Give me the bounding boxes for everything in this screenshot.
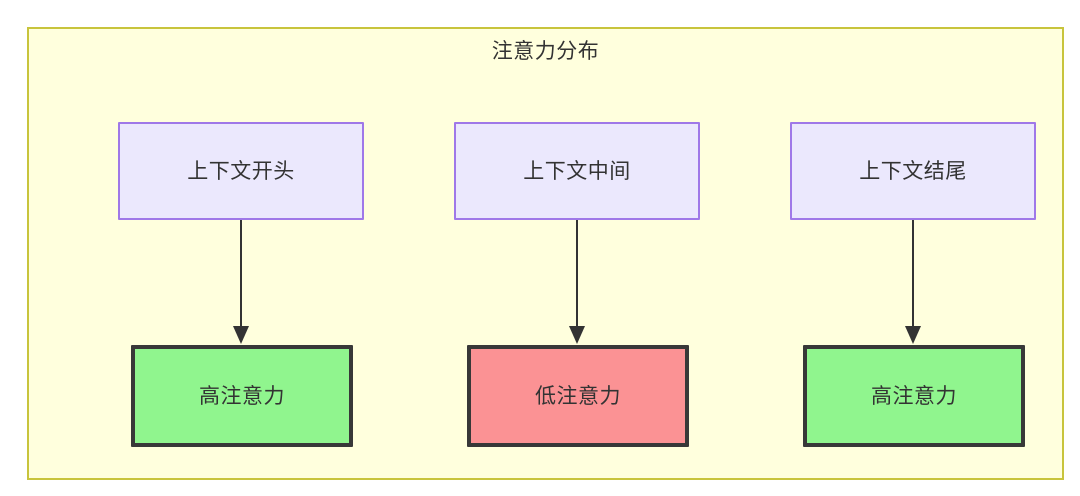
node-context-middle-label: 上下文中间 [523, 158, 631, 183]
node-attention-high-start[interactable]: 高注意力 [131, 345, 353, 447]
arrow-down-icon [905, 220, 921, 344]
node-attention-low-middle-label: 低注意力 [535, 383, 621, 408]
node-context-start-label: 上下文开头 [187, 158, 295, 183]
node-attention-high-end[interactable]: 高注意力 [803, 345, 1025, 447]
subgraph-title: 注意力分布 [491, 39, 600, 63]
node-context-end[interactable]: 上下文结尾 [790, 122, 1036, 220]
edge-context-end-to-attention [902, 220, 924, 346]
node-context-middle[interactable]: 上下文中间 [454, 122, 700, 220]
node-attention-high-start-label: 高注意力 [199, 383, 285, 408]
node-context-start[interactable]: 上下文开头 [118, 122, 364, 220]
node-attention-low-middle[interactable]: 低注意力 [467, 345, 689, 447]
edge-context-start-to-attention [230, 220, 252, 346]
edge-context-middle-to-attention [566, 220, 588, 346]
node-attention-high-end-label: 高注意力 [871, 383, 957, 408]
node-context-end-label: 上下文结尾 [859, 158, 967, 183]
attention-distribution-subgraph: 注意力分布 上下文开头 上下文中间 上下文结尾 [27, 27, 1064, 480]
arrow-down-icon [569, 220, 585, 344]
arrow-down-icon [233, 220, 249, 344]
